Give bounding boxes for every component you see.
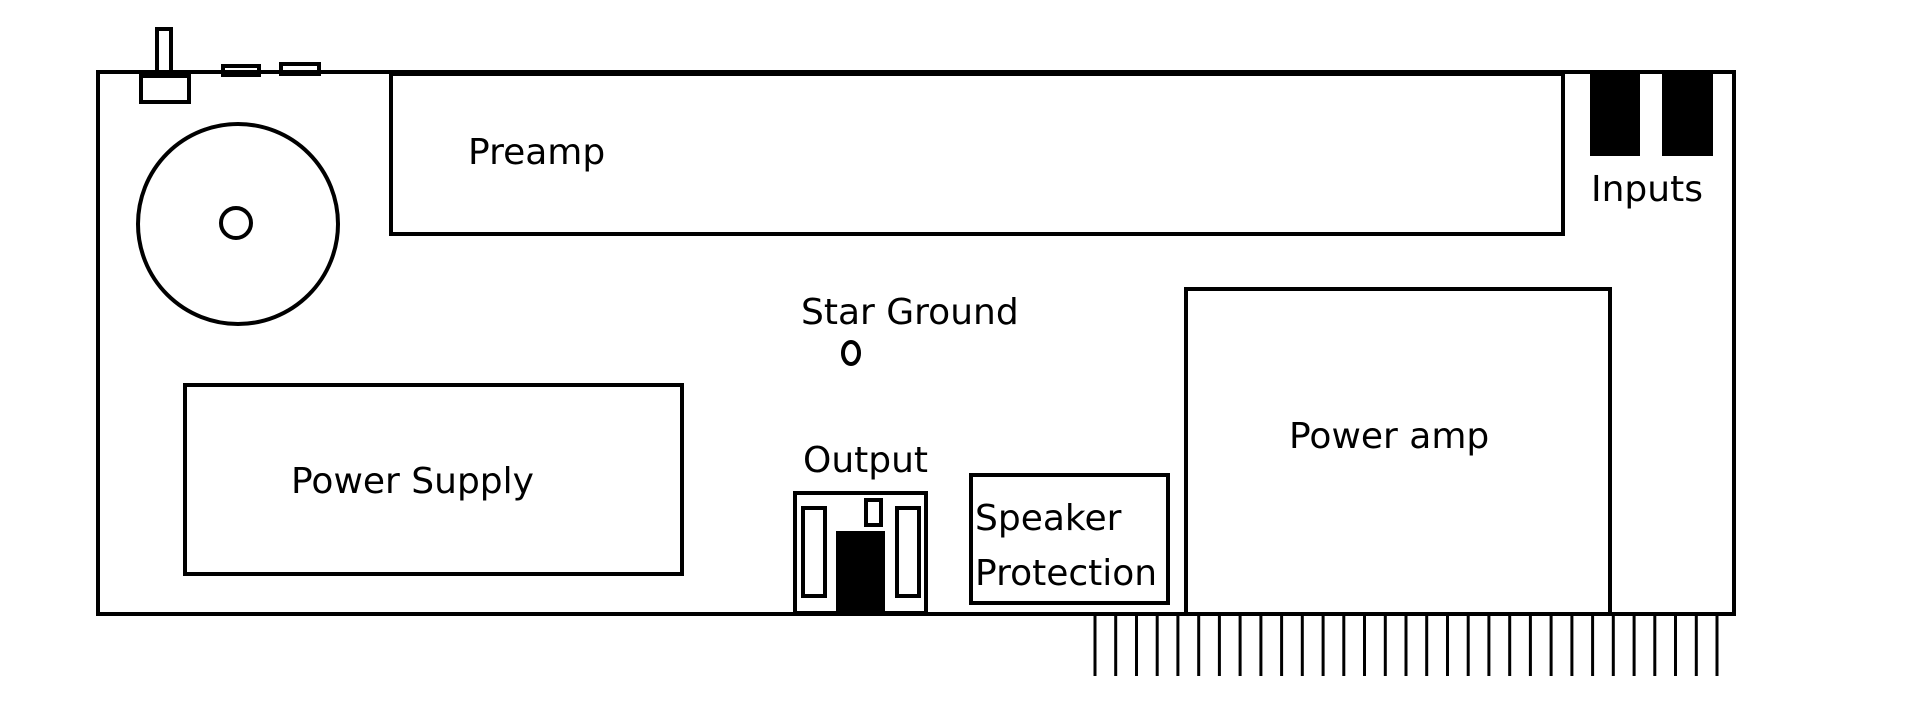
star-ground-point: [841, 340, 861, 366]
output-label: Output: [803, 440, 928, 481]
connector-tab-1: [221, 64, 261, 77]
star-ground-label: Star Ground: [801, 292, 1019, 333]
power-amp-label: Power amp: [1289, 416, 1489, 457]
input-jack-1: [1590, 74, 1640, 156]
heatsink-fins: [1093, 614, 1719, 676]
connector-tab-2: [279, 62, 321, 76]
transformer-circle: [136, 122, 340, 326]
power-amp-block: [1184, 287, 1612, 616]
speaker-protection-block: [969, 473, 1170, 605]
input-jack-2: [1662, 74, 1713, 156]
inputs-label: Inputs: [1591, 169, 1703, 210]
preamp-block: [389, 72, 1565, 236]
chassis-outline: [96, 70, 1736, 616]
speaker-protection-label-line1: Speaker: [975, 498, 1122, 539]
power-supply-block: [183, 383, 684, 576]
output-terminal-right: [895, 506, 921, 598]
output-terminal-left: [801, 506, 827, 598]
power-supply-label: Power Supply: [291, 461, 534, 502]
transformer-center: [219, 206, 253, 240]
switch-base: [139, 74, 191, 104]
output-plug: [836, 531, 885, 613]
switch-lever: [155, 27, 173, 74]
speaker-protection-label-line2: Protection: [975, 553, 1157, 594]
preamp-label: Preamp: [468, 132, 605, 173]
output-terminal-small: [864, 498, 883, 527]
